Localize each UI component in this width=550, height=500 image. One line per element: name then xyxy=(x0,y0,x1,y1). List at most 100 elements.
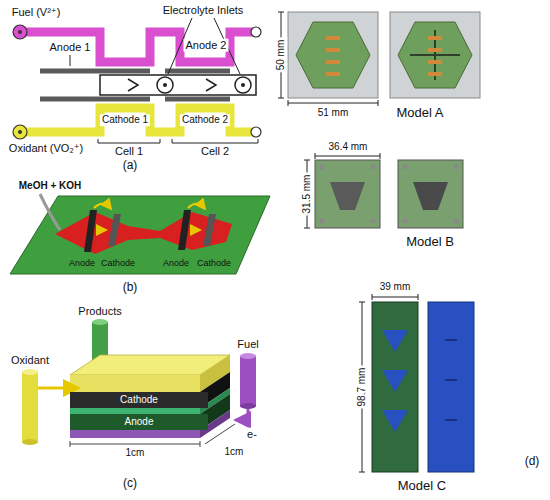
model-photos-part xyxy=(326,60,340,64)
methanol-board-part xyxy=(188,204,205,209)
cell-schematic-part xyxy=(157,77,173,93)
cell-schematic-part xyxy=(20,32,256,62)
stack-cell-part xyxy=(205,424,235,444)
cell-schematic-part xyxy=(40,71,230,99)
electrode-label: Cathode xyxy=(197,258,231,268)
model-photos-part xyxy=(398,22,472,88)
electrode-label: Anode xyxy=(69,258,95,268)
model-photos-part xyxy=(428,36,442,40)
stack-cell-part xyxy=(70,408,200,414)
panel-label: (d) xyxy=(525,455,540,469)
methanol-board-part xyxy=(108,214,121,246)
cell-schematic xyxy=(13,18,261,143)
model-photos-part xyxy=(320,165,325,170)
cell-label: Cell 2 xyxy=(199,145,231,158)
methanol-board-part xyxy=(178,210,191,250)
part-label: Cathode 2 xyxy=(180,114,230,126)
model-photos-part xyxy=(390,12,480,98)
electrode-label: Cathode xyxy=(101,258,135,268)
cell-schematic-part xyxy=(13,25,27,39)
layer-label: Cathode xyxy=(70,392,208,408)
model-photos-part xyxy=(326,48,340,52)
model-photos-part xyxy=(413,182,448,210)
panel-label: (c) xyxy=(123,477,137,491)
model-photos-part xyxy=(315,153,380,159)
part-label: Electrolyte Inlets xyxy=(161,4,246,17)
methanol-board-part xyxy=(10,196,270,274)
panel-label: (b) xyxy=(123,281,138,295)
reagent-label: MeOH + KOH xyxy=(19,180,82,192)
stack-cell-part xyxy=(240,403,256,409)
layer-label: Anode xyxy=(70,414,208,430)
stack-cell-part xyxy=(22,439,38,445)
stack-cell-part xyxy=(70,375,200,392)
cell-schematic-part xyxy=(168,18,240,74)
model-photos-part xyxy=(403,165,408,170)
model-photos xyxy=(278,12,480,472)
cell-schematic-part xyxy=(235,77,251,93)
reagent-label: Oxidant (VO₂⁺) xyxy=(7,142,85,155)
stack-cell-part xyxy=(22,369,38,375)
stack-cell-part xyxy=(240,353,256,359)
methanol-board-part xyxy=(94,204,111,209)
model-photos-part xyxy=(296,22,370,88)
cell-schematic-part xyxy=(98,139,258,143)
cell-schematic-part xyxy=(163,83,167,87)
cell-schematic-part xyxy=(13,125,27,139)
model-photos-part xyxy=(382,330,408,352)
stack-cell-part xyxy=(92,319,108,325)
model-photos-part xyxy=(372,302,418,472)
panel-label: (a) xyxy=(123,159,138,173)
model-photos-part xyxy=(410,30,460,80)
dimension-label: 39 mm xyxy=(378,281,413,293)
dimension-label: 51 mm xyxy=(316,107,351,119)
electrode-layer: Cathode xyxy=(70,392,208,408)
dimension-label: 1cm xyxy=(223,446,246,458)
cell-label: Cell 1 xyxy=(113,145,145,158)
cell-schematic-part xyxy=(20,108,256,132)
model-photos-part xyxy=(428,48,442,52)
cell-schematic-part xyxy=(251,127,261,137)
layer-fill xyxy=(70,414,208,430)
model-photos-part xyxy=(326,72,340,76)
part-label: Cathode 1 xyxy=(100,114,150,126)
model-photos-part xyxy=(445,340,457,420)
model-label: Model B xyxy=(406,235,454,250)
reagent-label: Fuel (V²⁺) xyxy=(10,6,63,19)
model-photos-part xyxy=(428,72,442,76)
cell-schematic-part xyxy=(100,75,256,95)
stream-label: Fuel xyxy=(235,338,260,351)
model-photos-part xyxy=(403,219,408,224)
model-photos-part xyxy=(330,182,365,210)
stream-label: Products xyxy=(76,305,123,318)
stack-cell-part xyxy=(236,409,248,420)
model-photos-part xyxy=(315,160,380,228)
electrode-label: Anode xyxy=(163,258,189,268)
model-photos-part xyxy=(320,219,325,224)
model-photos-part xyxy=(454,165,459,170)
dimension-label: 31.5 mm xyxy=(301,173,313,216)
model-photos-part xyxy=(454,219,459,224)
model-photos-part xyxy=(288,100,378,106)
electron-label: e- xyxy=(245,428,259,441)
stream-label: Oxidant xyxy=(9,354,51,367)
methanol-board-part xyxy=(84,210,97,252)
model-photos-part xyxy=(382,370,408,392)
dimension-label: 50 mm xyxy=(275,38,287,73)
model-photos-part xyxy=(428,302,474,472)
layer-fill xyxy=(70,392,208,408)
stack-cell-part xyxy=(22,372,38,442)
cell-schematic-part xyxy=(18,30,22,34)
stack-cell-part xyxy=(70,430,200,438)
methanol-board-part xyxy=(96,229,106,231)
part-label: Anode 1 xyxy=(48,41,93,54)
dimension-label: 36.4 mm xyxy=(327,141,370,153)
electrode-layer: Anode xyxy=(70,414,208,430)
model-label: Model C xyxy=(398,479,446,494)
model-photos-part xyxy=(326,36,340,40)
part-label: Anode 2 xyxy=(184,39,229,52)
methanol-board-part xyxy=(190,229,200,231)
cell-schematic-part xyxy=(70,55,71,66)
stack-cell xyxy=(22,319,256,447)
